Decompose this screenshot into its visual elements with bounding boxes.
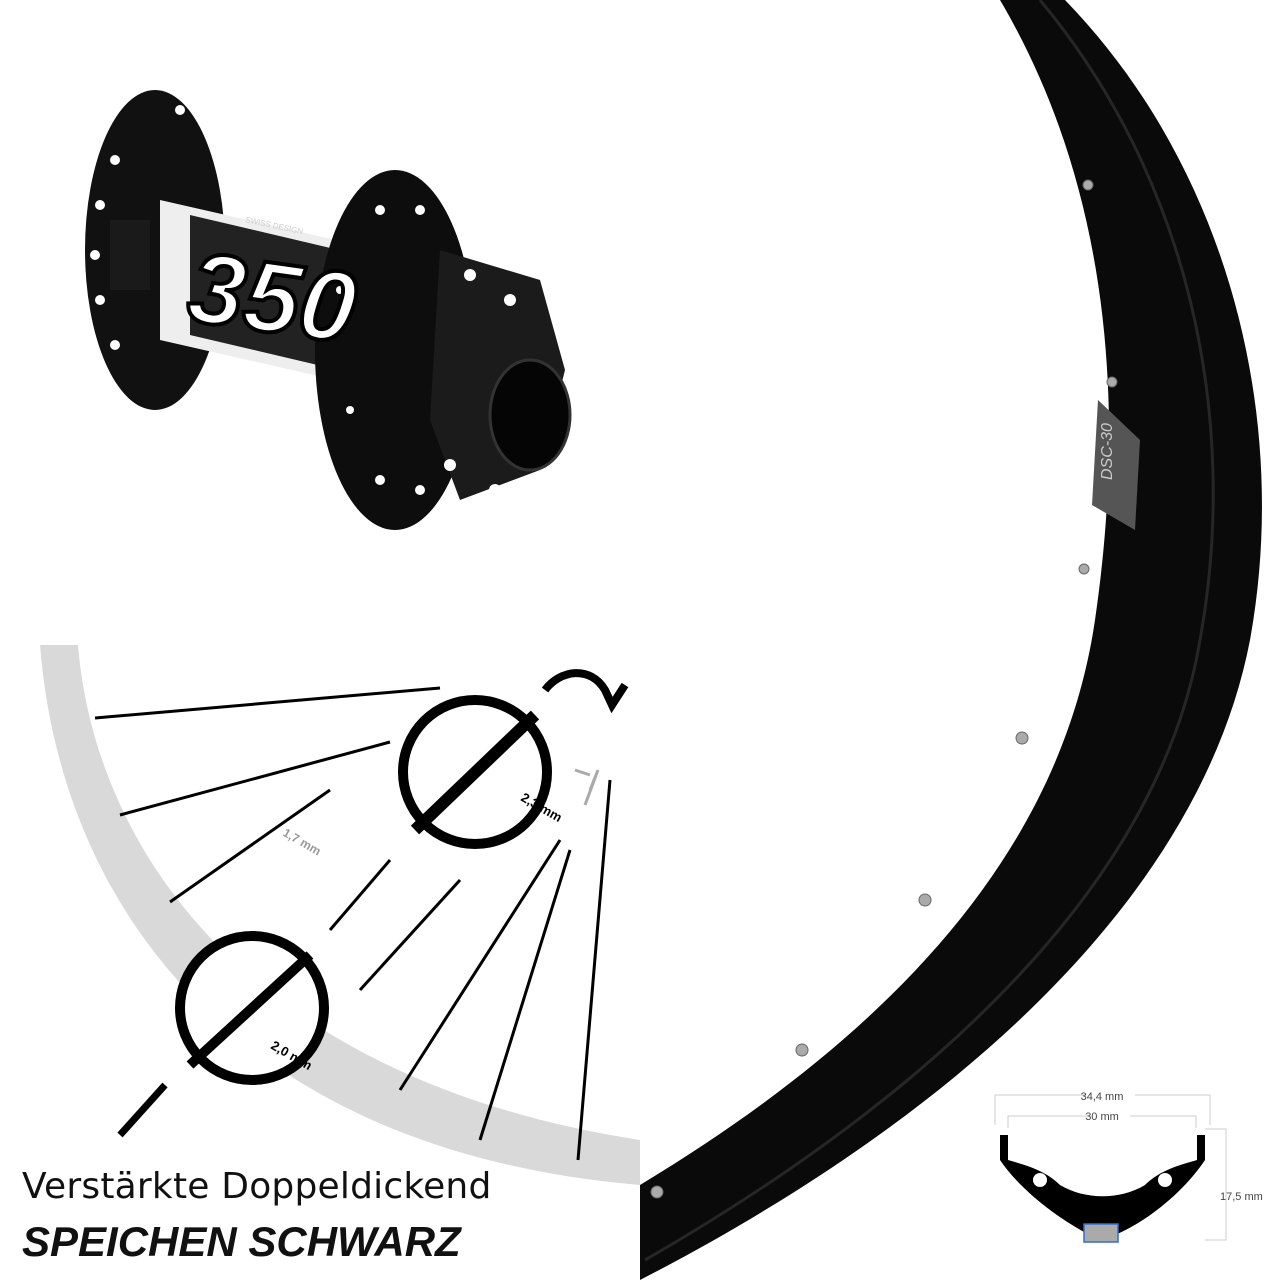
rim: DSC-30 [640,0,1262,1280]
caption-line-1: Verstärkte Doppeldickend [22,1166,492,1207]
rim-decal: DSC-30 [1099,423,1116,480]
caption-line-2: SPEICHEN SCHWARZ [22,1218,461,1265]
profile-outer-width: 34,4 mm [1081,1091,1124,1103]
spoke-diagram: 2,3 mm 1,7 mm 2,0 mm [40,645,640,1185]
profile-inner-width: 30 mm [1085,1111,1119,1123]
rim-profile-diagram: 34,4 mm 30 mm 17,5 mm [994,1091,1263,1243]
hub: 350 SWISS DESIGN [85,90,572,530]
spoke-label-middle: 1,7 mm [281,825,324,858]
hub-model-number: 350 [182,231,363,365]
profile-height: 17,5 mm [1220,1191,1263,1203]
